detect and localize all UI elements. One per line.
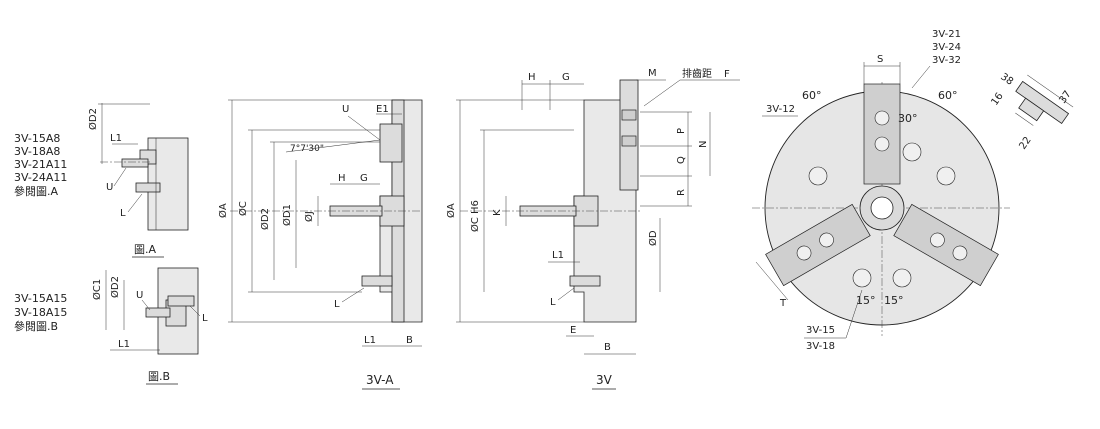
view-3v-k-label: K [492,209,503,216]
fig-a-od2-label: ØD2 [87,108,99,130]
front-view-angle-b1: 15° [856,294,876,307]
view-3v: ØA ØC H6 K H G M 排齒距 F P Q R N ØD L1 L E [445,67,740,390]
fig-b-od2-label: ØD2 [109,276,121,298]
front-view-t-label: T [779,298,787,309]
view-3v-q-label: Q [676,156,687,164]
view-3va-u-label: U [342,104,349,115]
front-view-model-top-3: 3V-32 [932,55,961,66]
view-3v-b-label: B [604,342,611,353]
view-3v-r-label: R [676,189,687,196]
view-3v-title: 3V [596,373,613,387]
view-3v-f-label: F [724,69,730,80]
view-3va-oc-label: ØC [237,201,249,216]
fig-a-l1-label: L1 [110,133,122,144]
view-3v-oa-label: ØA [445,203,457,218]
note-a-4: 3V-24A11 [14,171,67,184]
view-3va-l1-label: L1 [364,335,376,346]
view-3va-od2-label: ØD2 [259,208,271,230]
view-3va-b-label: B [406,335,413,346]
front-view-angle-right: 60° [938,89,958,102]
view-3va-oa-label: ØA [217,203,229,218]
view-3v-l-label: L [550,297,556,308]
view-3v-p-label: P [676,128,687,134]
view-3va: ØA ØC ØD2 ØD1 ØJ U E1 7°7'30" H G L L1 B… [217,99,423,390]
front-view-model-top-2: 3V-24 [932,42,961,53]
view-3va-e1-label: E1 [376,104,389,115]
front-view-jaw-left [765,203,871,287]
view-3va-l-label: L [334,299,340,310]
view-3v-g-label: G [562,72,570,83]
fig-b-caption: 圖.B [148,370,170,383]
front-view-jaw-right [893,203,999,287]
view-3v-l1-label: L1 [552,250,564,261]
view-3v-e-label: E [570,325,576,336]
front-view-angle-left: 60° [802,89,822,102]
note-a-2: 3V-18A8 [14,145,60,158]
front-view: S 3V-21 3V-24 3V-32 60° 60° 30° 3V-12 T … [752,29,1010,352]
fig-b-l-label: L [202,313,208,324]
view-3v-n-label: N [698,141,709,148]
front-view-jaw-top-body [863,83,901,185]
front-view-model-bottom-2: 3V-18 [806,341,835,352]
fig-a: ØD2 L1 U L 圖.A [87,103,189,258]
view-3va-h-label: H [338,173,346,184]
front-view-model-top-1: 3V-21 [932,29,961,40]
jaw-detail-22: 22 [1017,135,1033,152]
front-view-model-left: 3V-12 [766,104,795,115]
jaw-detail-16: 16 [989,91,1005,108]
note-a-1: 3V-15A8 [14,132,60,145]
front-view-s-label: S [877,54,883,65]
front-view-jaw-top [863,83,901,185]
jaw-detail [1015,74,1074,126]
fig-b-oc1-label: ØC1 [91,279,103,300]
note-a-ref: 參閱圖.A [14,184,58,198]
view-3va-title: 3V-A [366,373,394,387]
fig-a-caption: 圖.A [134,243,156,256]
view-3va-od1-label: ØD1 [281,204,293,226]
left-notes-group-a: 3V-15A8 3V-18A8 3V-21A11 3V-24A11 參閱圖.A [14,132,67,198]
fig-b-u-label: U [136,290,143,301]
jaw-detail-38: 38 [998,71,1015,87]
view-3v-jaw [619,79,639,191]
view-3v-od-label: ØD [647,230,659,246]
view-3v-och6-label: ØC H6 [469,200,481,232]
left-notes-group-b: 3V-15A15 3V-18A15 參閱圖.B [14,292,67,333]
front-view-model-bottom-1: 3V-15 [806,325,835,336]
view-3v-m-label: M [648,68,657,79]
fig-b-l1-label: L1 [118,339,130,350]
view-3va-oj-label: ØJ [303,211,315,222]
front-view-angle-jaw: 30° [898,112,918,125]
view-3v-h-label: H [528,72,536,83]
fig-a-u-label: U [106,182,113,193]
fig-a-l-label: L [120,208,126,219]
view-3va-angle-label: 7°7'30" [290,144,324,154]
view-3va-g-label: G [360,173,368,184]
front-view-angle-b2: 15° [884,294,904,307]
note-a-3: 3V-21A11 [14,158,67,171]
fig-b: ØC1 ØD2 U L L1 圖.B [91,267,208,385]
view-3v-serration-label: 排齒距 [682,67,712,80]
note-b-1: 3V-15A15 [14,292,67,305]
jaw-detail-37: 37 [1057,89,1073,106]
note-b-2: 3V-18A15 [14,306,67,319]
note-b-ref: 參閱圖.B [14,319,58,333]
